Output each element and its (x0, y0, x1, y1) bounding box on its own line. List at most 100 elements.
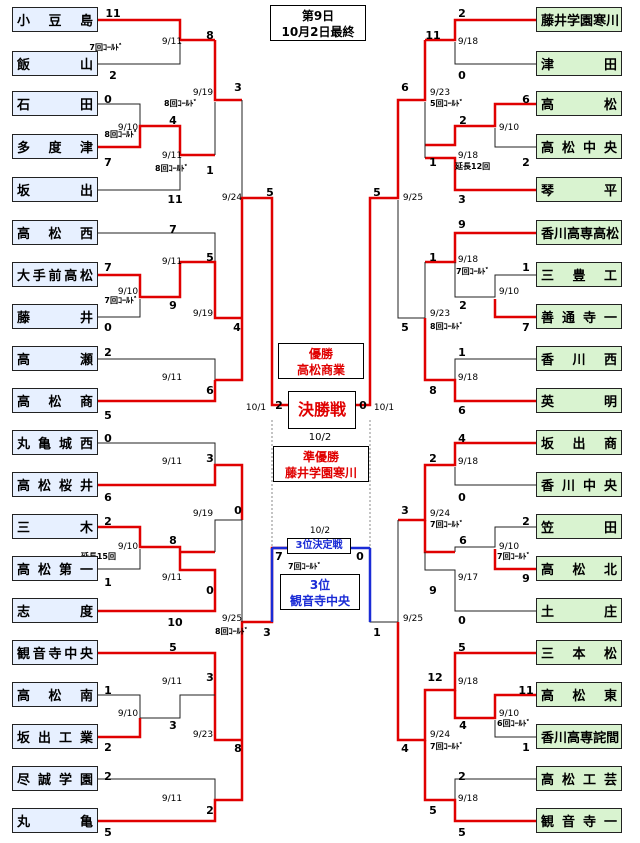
third-place-box: 3位 観音寺中央 (280, 574, 360, 610)
match-label: 5 (266, 186, 274, 199)
third-date: 10/2 (310, 526, 330, 536)
match-label: 9 (429, 584, 437, 597)
match-label: 12 (427, 671, 442, 684)
match-label: 9/10 (499, 542, 519, 552)
final-date: 10/2 (309, 432, 331, 443)
match-label: 8回ｺｰﾙﾄﾞ (430, 321, 464, 331)
bracket-line (454, 262, 536, 298)
match-label: 5 (169, 641, 177, 654)
match-label: 延長12回 (454, 161, 490, 171)
winner-line (240, 196, 288, 407)
match-label: 4 (169, 114, 177, 127)
bracket-line (356, 520, 399, 623)
left-team-20: 丸亀 (12, 808, 98, 833)
bracket-line (98, 103, 141, 126)
winner-line (98, 552, 217, 613)
match-label: 7 (104, 156, 112, 169)
left-team-11: 丸亀城西 (12, 430, 98, 455)
match-label: 2 (104, 741, 112, 754)
match-label: 8回ｺｰﾙﾄﾞ (155, 163, 189, 173)
match-label: 2 (522, 156, 530, 169)
bracket-line (454, 778, 536, 800)
match-label: 0 (104, 93, 112, 106)
match-label: 6 (459, 534, 467, 547)
final-title: 決勝戦 (297, 400, 346, 419)
right-team-2: 津田 (536, 51, 622, 76)
winner-line (98, 124, 215, 157)
match-label: 9/25 (403, 193, 423, 203)
match-label: 11 (167, 193, 182, 206)
match-label: 5 (104, 409, 112, 422)
right-team-3: 高松 (536, 91, 622, 116)
third-right-score: 0 (356, 550, 364, 563)
match-label: 8 (206, 29, 214, 42)
winner-line (98, 651, 242, 742)
winner-line (98, 463, 244, 520)
right-team-6: 香川高専高松 (536, 220, 622, 245)
winner-line (398, 441, 536, 522)
match-label: 1 (373, 626, 381, 639)
match-label: 7 (522, 321, 530, 334)
bracket-line (214, 519, 242, 552)
match-label: 0 (104, 432, 112, 445)
match-label: 3 (263, 626, 271, 639)
champion-label: 優勝 (308, 347, 333, 361)
match-label: 9/19 (193, 88, 213, 98)
final-left-date: 10/1 (246, 403, 266, 413)
left-team-12: 高松桜井 (12, 472, 98, 497)
match-label: 9/23 (430, 309, 450, 319)
winner-line (213, 40, 242, 102)
match-label: 2 (458, 7, 466, 20)
match-label: 8 (429, 384, 437, 397)
match-label: 2 (206, 804, 214, 817)
runnerup-box: 準優勝 藤井学園寒川 (273, 446, 369, 482)
winner-line (425, 231, 536, 264)
bracket-line (98, 299, 141, 318)
match-label: 3 (234, 81, 242, 94)
match-label: 6 (104, 491, 112, 504)
right-team-9: 香川西 (536, 346, 622, 371)
match-label: 6回ｺｰﾙﾄﾞ (497, 718, 531, 728)
third-place-match-box: 3位決定戦 (287, 538, 351, 554)
winner-line (98, 260, 242, 320)
left-team-3: 石田 (12, 91, 98, 116)
bracket-line (424, 552, 536, 612)
winner-line (453, 690, 536, 720)
bracket-line (98, 442, 216, 465)
match-label: 5 (206, 251, 214, 264)
match-label: 7回ｺｰﾙﾄﾞ (456, 266, 490, 276)
match-label: 6 (522, 93, 530, 106)
right-team-8: 善通寺一 (536, 304, 622, 329)
match-label: 1 (206, 164, 214, 177)
match-label: 9/11 (162, 151, 182, 161)
right-team-5: 琴平 (536, 177, 622, 202)
match-label: 3 (206, 671, 214, 684)
right-team-7: 三豊工 (536, 262, 622, 287)
match-label: 3 (401, 504, 409, 517)
left-team-19: 尽誠学園 (12, 766, 98, 791)
final-left-score: 2 (275, 399, 283, 412)
left-team-4: 多度津 (12, 134, 98, 159)
winner-line (396, 622, 536, 742)
match-label: 9/11 (162, 573, 182, 583)
left-team-1: 小豆島 (12, 7, 98, 32)
match-label: 7回ｺｰﾙﾄﾞ (89, 42, 123, 52)
match-label: 1 (104, 684, 112, 697)
match-label: 9/18 (458, 677, 478, 687)
runnerup-team: 藤井学園寒川 (284, 466, 357, 480)
match-label: 9/18 (458, 255, 478, 265)
match-label: 9/17 (458, 573, 478, 583)
winner-line (423, 740, 536, 823)
match-label: 2 (104, 770, 112, 783)
right-team-13: 笠田 (536, 514, 622, 539)
match-label: 7回ｺｰﾙﾄﾞ (497, 551, 531, 561)
match-label: 5 (458, 826, 466, 839)
match-label: 9/11 (162, 373, 182, 383)
day-label: 第9日 (301, 9, 335, 23)
match-label: 11 (105, 7, 120, 20)
bracket-line (454, 42, 536, 65)
right-team-10: 英明 (536, 388, 622, 413)
bracket-line (98, 157, 181, 191)
match-label: 9/10 (118, 123, 138, 133)
final-right-date: 10/1 (374, 403, 394, 413)
